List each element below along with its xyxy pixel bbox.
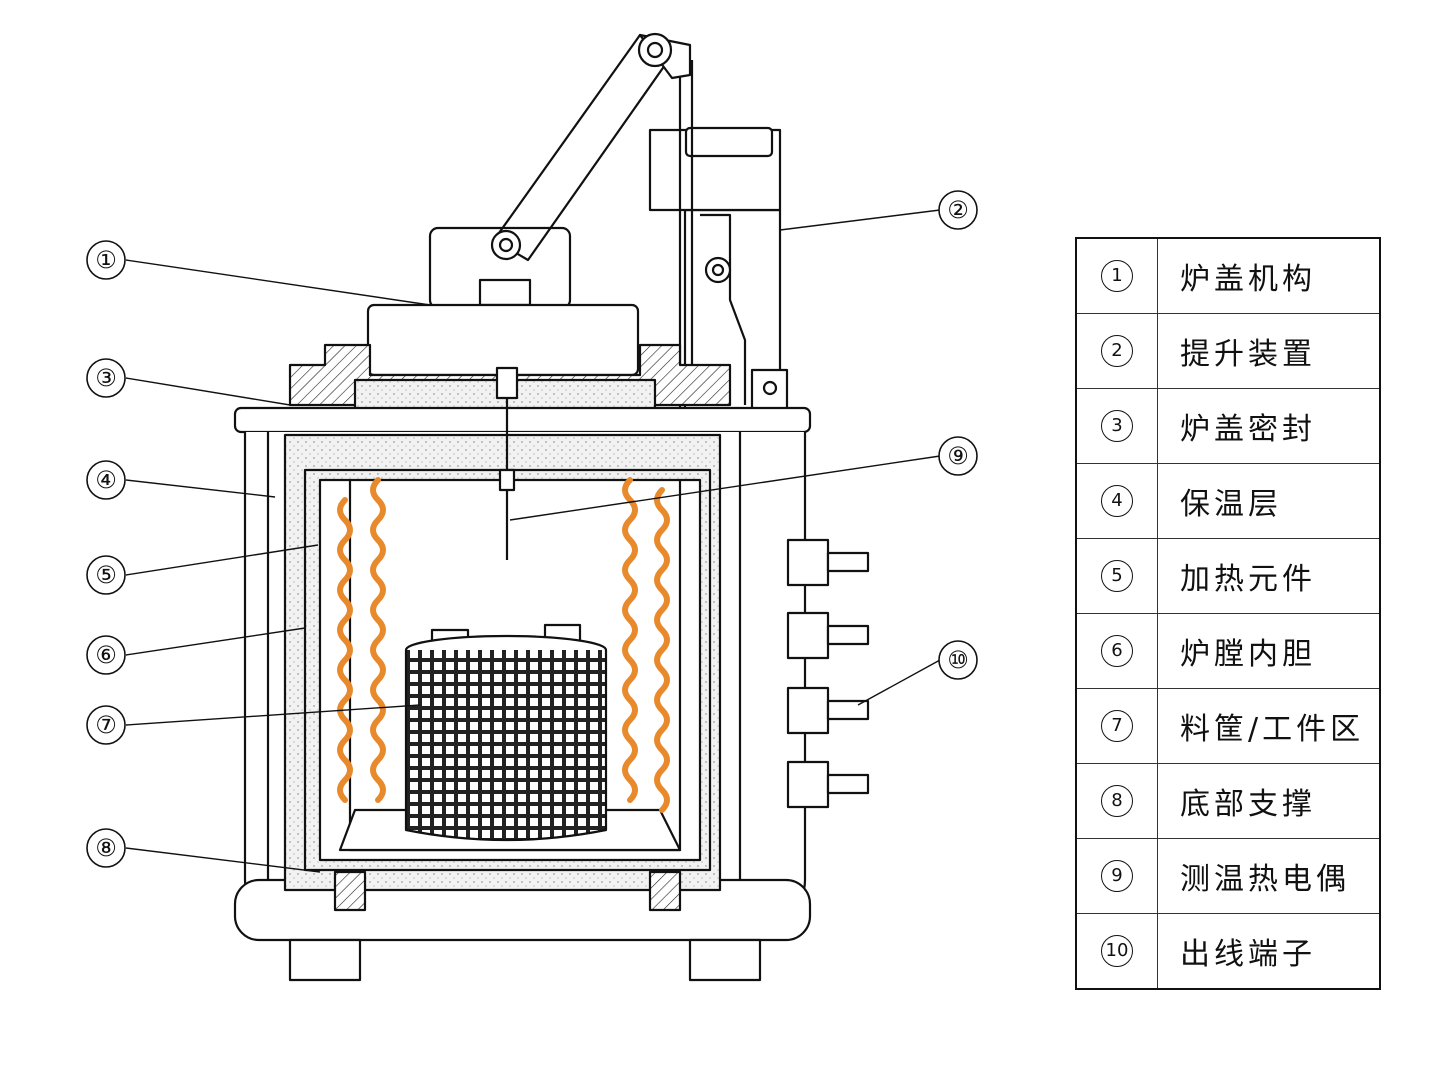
legend-name: 炉膛内胆 (1157, 613, 1381, 689)
legend-number: 8 (1101, 785, 1133, 817)
callout-6 (86, 635, 126, 675)
legend-number: 5 (1101, 560, 1133, 592)
callout-7 (86, 705, 126, 745)
legend-table: 1 炉盖机构 2 提升装置 3 炉盖密封 4 保温层 5 加热元件 6 炉膛内胆 7 料筐/工… (1075, 237, 1381, 990)
legend-row: 6 炉膛内胆 (1075, 613, 1381, 689)
legend-number: 7 (1101, 710, 1133, 742)
furnace-diagram: ① ② ③ ④ ⑤ ⑥ ⑦ ⑧ ⑨ ⑩ (86, 32, 978, 982)
legend-name: 加热元件 (1157, 538, 1381, 614)
callout-8 (86, 828, 126, 868)
legend-row: 3 炉盖密封 (1075, 388, 1381, 464)
thermocouple (495, 366, 519, 560)
legend-number: 6 (1101, 635, 1133, 667)
legend-name: 出线端子 (1157, 913, 1381, 990)
legend-number: 4 (1101, 485, 1133, 517)
legend-name: 炉盖密封 (1157, 388, 1381, 464)
legend-name: 测温热电偶 (1157, 838, 1381, 914)
terminals (786, 538, 870, 809)
callout-numbers: ① ② ③ ④ ⑤ ⑥ ⑦ ⑧ ⑨ ⑩ (95, 196, 969, 862)
callout-markers (86, 190, 978, 868)
callout-3 (86, 358, 126, 398)
legend-row: 2 提升装置 (1075, 313, 1381, 389)
legend-name: 底部支撑 (1157, 763, 1381, 839)
callout-label-3: ③ (95, 364, 117, 392)
callout-label-2: ② (947, 196, 969, 224)
callout-2 (938, 190, 978, 230)
work-basket (404, 623, 608, 842)
callout-1 (86, 240, 126, 280)
callout-label-9: ⑨ (947, 442, 969, 470)
lid-arm (490, 32, 692, 262)
callout-label-7: ⑦ (95, 711, 117, 739)
legend-number: 10 (1101, 935, 1133, 967)
legend-name: 保温层 (1157, 463, 1381, 539)
callout-10 (938, 640, 978, 680)
heating-elements (337, 477, 670, 813)
leader-lines (125, 209, 941, 873)
legend-number: 1 (1101, 260, 1133, 292)
legend-row: 7 料筐/工件区 (1075, 688, 1381, 764)
legend-number: 2 (1101, 335, 1133, 367)
callout-label-1: ① (95, 246, 117, 274)
legend-name: 料筐/工件区 (1157, 688, 1381, 764)
legend-row: 5 加热元件 (1075, 538, 1381, 614)
legend-row: 4 保温层 (1075, 463, 1381, 539)
legend-name: 炉盖机构 (1157, 237, 1381, 314)
callout-9 (938, 436, 978, 476)
legend-number: 9 (1101, 860, 1133, 892)
legend-row: 10 出线端子 (1075, 913, 1381, 990)
legend-row: 9 测温热电偶 (1075, 838, 1381, 914)
callout-label-10: ⑩ (947, 646, 969, 674)
legend-name: 提升装置 (1157, 313, 1381, 389)
callout-label-4: ④ (95, 466, 117, 494)
legend-number: 3 (1101, 410, 1133, 442)
callout-label-5: ⑤ (95, 561, 117, 589)
legend-row: 1 炉盖机构 (1075, 237, 1381, 314)
callout-5 (86, 555, 126, 595)
callout-label-6: ⑥ (95, 641, 117, 669)
callout-4 (86, 460, 126, 500)
callout-label-8: ⑧ (95, 834, 117, 862)
legend-row: 8 底部支撑 (1075, 763, 1381, 839)
